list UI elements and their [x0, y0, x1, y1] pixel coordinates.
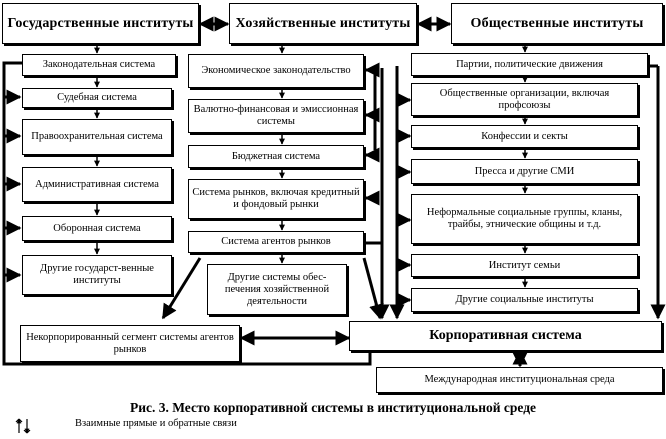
mutual-links-icon	[15, 418, 31, 434]
economic-item-legislation: Экономическое законодательство	[188, 54, 364, 88]
economic-item-currency: Валютно-финансовая и эмиссионная системы	[188, 99, 364, 133]
state-item-judicial: Судебная система	[22, 88, 172, 108]
social-item-press: Пресса и другие СМИ	[411, 159, 638, 184]
social-item-informal-groups: Неформальные социальные группы, кланы, т…	[411, 194, 638, 244]
header-state: Государственные институты	[2, 3, 199, 44]
noncorp-segment-box: Некорпорированный сегмент системы агенто…	[20, 325, 240, 362]
economic-item-budget: Бюджетная система	[188, 145, 364, 168]
economic-item-markets: Система рынков, включая кредитный и фонд…	[188, 179, 364, 219]
state-item-defense: Оборонная система	[22, 216, 172, 241]
economic-item-market-agents: Система агентов рынков	[188, 231, 364, 253]
state-item-legislative: Законодательная система	[22, 54, 176, 76]
state-item-law-enforcement: Правоохранительная система	[22, 119, 172, 155]
header-social: Общественные институты	[451, 3, 663, 44]
social-item-other: Другие социальные институты	[411, 288, 638, 312]
international-environment-box: Международная институциональная среда	[376, 367, 663, 393]
social-right-bus	[648, 64, 666, 320]
corporate-system-box: Корпоративная система	[349, 321, 662, 351]
economic-right-bus	[161, 62, 390, 320]
state-item-administrative: Административная система	[22, 167, 172, 202]
social-item-confessions: Конфессии и секты	[411, 125, 638, 148]
social-item-parties: Партии, политические движения	[411, 53, 648, 76]
social-item-public-orgs: Общественные организации, включая профсо…	[411, 83, 638, 116]
economic-item-other: Другие системы обес-печения хозяйственно…	[207, 264, 347, 315]
state-left-bus	[2, 61, 372, 366]
header-economic: Хозяйственные институты	[229, 3, 417, 44]
figure-caption: Рис. 3. Место корпоративной системы в ин…	[129, 400, 537, 415]
social-left-bus	[389, 66, 412, 320]
legend-label: Взаимные прямые и обратные связи	[75, 418, 237, 429]
state-item-other: Другие государст-венные институты	[22, 255, 172, 295]
social-item-family: Институт семьи	[411, 254, 638, 277]
